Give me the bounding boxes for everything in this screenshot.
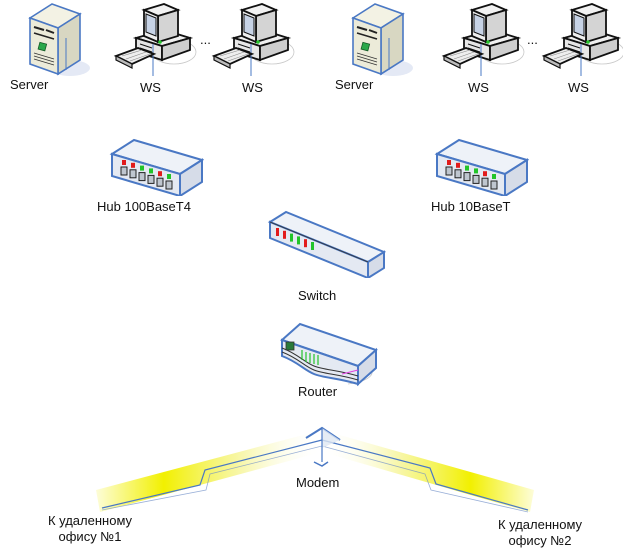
- port: [490, 180, 498, 190]
- workstation-icon: [210, 0, 300, 80]
- ellipsis-right: ...: [527, 32, 538, 47]
- remote-office-2-label: К удаленному офису №2: [490, 517, 590, 549]
- port-led: [122, 160, 126, 165]
- port-led: [140, 165, 144, 171]
- port-led: [456, 162, 460, 168]
- port: [129, 169, 137, 179]
- port: [138, 172, 146, 182]
- port: [147, 174, 155, 184]
- remote-office-1-line1: К удаленному: [47, 513, 133, 528]
- hub-100baset4-label: Hub 100BaseT4: [97, 199, 191, 214]
- port-led: [492, 174, 496, 179]
- wireless-link-right: [321, 430, 534, 513]
- remote-office-2-line2: офису №2: [508, 533, 572, 548]
- remote-office-1-label: К удаленному офису №1: [40, 513, 140, 545]
- switch-port-led: [311, 242, 314, 250]
- switch-port-led: [304, 239, 307, 248]
- port-led: [158, 171, 162, 177]
- workstation-left-1[interactable]: [112, 0, 202, 80]
- router[interactable]: [278, 318, 378, 388]
- port-led: [167, 174, 171, 179]
- switch[interactable]: [266, 208, 386, 278]
- hub-10baset-label: Hub 10BaseT: [431, 199, 511, 214]
- hub-icon: [433, 136, 529, 196]
- remote-office-1-line2: офису №1: [58, 529, 122, 544]
- workstation-icon: [112, 0, 202, 80]
- modem-label: Modem: [296, 475, 340, 490]
- switch-port-led: [276, 228, 279, 236]
- port-led: [447, 160, 451, 165]
- server-left[interactable]: [22, 0, 92, 80]
- port: [463, 172, 471, 182]
- hub-10baset[interactable]: [433, 136, 529, 196]
- port-led: [483, 171, 487, 177]
- switch-port-led: [297, 236, 300, 245]
- port: [481, 177, 489, 187]
- switch-port-led: [283, 230, 286, 239]
- server-icon: [22, 0, 92, 80]
- hub-ports: [120, 160, 173, 190]
- workstation-left-1-label: WS: [140, 80, 161, 95]
- workstation-right-1[interactable]: [440, 0, 530, 80]
- switch-port-led: [290, 233, 293, 242]
- workstation-icon: [440, 0, 530, 80]
- port: [120, 166, 128, 176]
- workstation-right-1-label: WS: [468, 80, 489, 95]
- port-led: [465, 165, 469, 171]
- workstation-left-2-label: WS: [242, 80, 263, 95]
- server-icon: [345, 0, 415, 80]
- switch-label: Switch: [298, 288, 337, 303]
- hub-100baset4[interactable]: [108, 136, 204, 196]
- hub-icon: [108, 136, 204, 196]
- port-led: [131, 162, 135, 168]
- port-led: [149, 168, 153, 174]
- modem-icon[interactable]: [305, 426, 341, 467]
- workstation-left-2[interactable]: [210, 0, 300, 80]
- port-led: [474, 168, 478, 174]
- router-icon: [278, 318, 378, 388]
- port: [445, 166, 453, 176]
- server-left-label: Server: [10, 77, 49, 92]
- server-right[interactable]: [345, 0, 415, 80]
- workstation-right-2[interactable]: [540, 0, 623, 80]
- port: [165, 180, 173, 190]
- port: [156, 177, 164, 187]
- port: [472, 174, 480, 184]
- ellipsis-left: ...: [200, 32, 211, 47]
- hub-ports: [445, 160, 498, 190]
- wireless-link-left: [96, 430, 323, 512]
- switch-icon: [266, 208, 386, 278]
- router-label: Router: [298, 384, 338, 399]
- workstation-right-2-label: WS: [568, 80, 589, 95]
- server-right-label: Server: [335, 77, 374, 92]
- remote-office-2-line1: К удаленному: [497, 517, 583, 532]
- workstation-icon: [540, 0, 623, 80]
- port: [454, 169, 462, 179]
